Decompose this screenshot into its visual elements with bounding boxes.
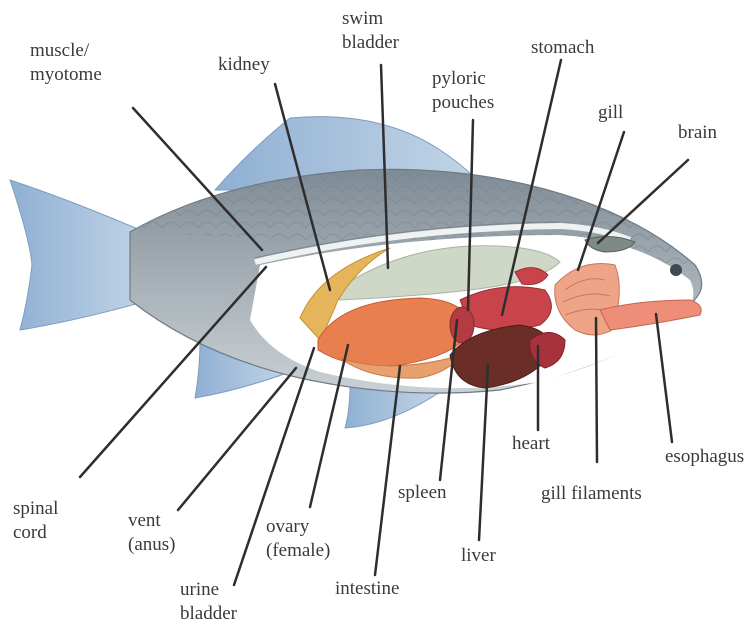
leader-line-pyloric-pouches <box>468 120 473 310</box>
label-gill: gill <box>598 101 623 125</box>
label-spinal-cord: spinal cord <box>13 497 58 545</box>
leader-line-ovary <box>310 345 348 507</box>
label-intestine-text: intestine <box>335 577 399 601</box>
label-spinal-line1: spinal <box>13 497 58 521</box>
label-brain: brain <box>678 121 717 145</box>
label-kidney-text: kidney <box>218 53 270 77</box>
leader-line-gill <box>578 132 624 270</box>
label-gill-filaments: gill filaments <box>541 482 642 506</box>
label-ovary-line1: ovary <box>266 515 330 539</box>
label-esophagus: esophagus <box>665 445 744 469</box>
label-swim-bladder-line2: bladder <box>342 31 399 55</box>
leader-line-spinal-cord <box>80 267 266 477</box>
label-stomach-text: stomach <box>531 36 594 60</box>
label-urine-line1: urine <box>180 578 237 602</box>
label-vent-line2: (anus) <box>128 533 175 557</box>
label-urine-line2: bladder <box>180 602 237 625</box>
label-brain-text: brain <box>678 121 717 145</box>
leader-line-liver <box>479 365 488 540</box>
label-stomach: stomach <box>531 36 594 60</box>
label-muscle-myotome: muscle/ myotome <box>30 39 102 87</box>
leader-line-spleen <box>440 320 457 480</box>
label-gill-filaments-text: gill filaments <box>541 482 642 506</box>
label-spinal-line2: cord <box>13 521 58 545</box>
leader-line-stomach <box>502 60 561 315</box>
label-kidney: kidney <box>218 53 270 77</box>
label-swim-bladder: swim bladder <box>342 7 399 55</box>
leader-line-esophagus <box>656 314 672 442</box>
label-heart-text: heart <box>512 432 550 456</box>
label-muscle-line2: myotome <box>30 63 102 87</box>
leader-line-intestine <box>375 366 400 575</box>
label-vent: vent (anus) <box>128 509 175 557</box>
leader-line-vent <box>178 368 296 510</box>
label-vent-line1: vent <box>128 509 175 533</box>
leader-line-muscle <box>133 108 262 250</box>
label-intestine: intestine <box>335 577 399 601</box>
label-urine-bladder: urine bladder <box>180 578 237 625</box>
leader-line-kidney <box>275 84 330 290</box>
label-heart: heart <box>512 432 550 456</box>
label-spleen: spleen <box>398 481 447 505</box>
label-pyloric-line2: pouches <box>432 91 494 115</box>
label-muscle-line1: muscle/ <box>30 39 102 63</box>
label-liver-text: liver <box>461 544 496 568</box>
leader-line-swim-bladder <box>381 65 388 268</box>
label-ovary: ovary (female) <box>266 515 330 563</box>
label-gill-text: gill <box>598 101 623 125</box>
label-swim-bladder-line1: swim <box>342 7 399 31</box>
label-ovary-line2: (female) <box>266 539 330 563</box>
label-liver: liver <box>461 544 496 568</box>
label-spleen-text: spleen <box>398 481 447 505</box>
label-esophagus-text: esophagus <box>665 445 744 469</box>
label-pyloric-pouches: pyloric pouches <box>432 67 494 115</box>
label-pyloric-line1: pyloric <box>432 67 494 91</box>
leader-line-gill-filaments <box>596 318 597 462</box>
